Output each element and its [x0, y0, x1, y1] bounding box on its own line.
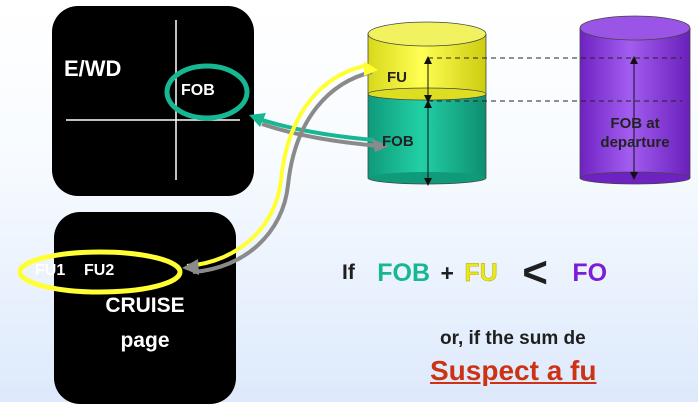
sum-deviation-note: or, if the sum de — [440, 328, 586, 349]
formula-fu: FU — [464, 258, 498, 287]
formula-rhs: FO — [572, 258, 608, 287]
ewd-fob-highlight-ring — [164, 63, 250, 121]
tank-departure-label-line2: departure — [600, 134, 670, 151]
ewd-fob-label: FOB — [181, 82, 215, 99]
cruise-fu1-label: FU1 — [35, 262, 66, 279]
formula-less-than: < — [522, 248, 548, 297]
tank-departure-label-line1: FOB at — [610, 115, 660, 132]
ewd-title: E/WD — [64, 56, 122, 81]
formula-if: If — [342, 261, 355, 284]
tank-departure — [579, 15, 691, 185]
tank-current — [367, 21, 487, 185]
suspect-warning: Suspect a fu — [430, 355, 597, 386]
formula-plus: + — [440, 259, 454, 286]
ewd-screen — [52, 6, 254, 196]
fob-link-arrow — [249, 113, 389, 152]
cruise-page-title: CRUISE page — [54, 288, 236, 358]
cruise-fu2-label: FU2 — [84, 262, 115, 279]
cruise-title-line2: page — [120, 329, 170, 352]
cruise-page-screen — [54, 212, 236, 404]
tank-departure-label: FOB at departure — [582, 114, 688, 152]
tank-fu-label: FU — [387, 69, 407, 86]
tank-fob-label: FOB — [382, 133, 414, 150]
cruise-fu-highlight-ring — [17, 249, 183, 295]
cruise-title-line1: CRUISE — [105, 294, 185, 317]
fuel-check-formula: If FOB + FU < FO — [342, 248, 608, 297]
fu-link-arrow — [182, 61, 378, 275]
formula-fob: FOB — [377, 258, 431, 287]
